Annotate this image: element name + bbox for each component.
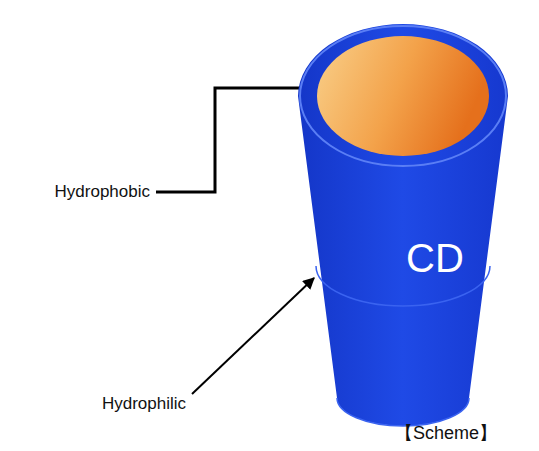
cone-contour: [316, 266, 490, 306]
cone-rim: [300, 26, 506, 166]
hydrophilic-label: Hydrophilic: [102, 394, 186, 414]
hydrophobic-label: Hydrophobic: [55, 182, 150, 202]
cone-body: [298, 24, 508, 426]
cone-label: CD: [406, 238, 464, 278]
hydrophilic-leader: [192, 278, 314, 394]
cyclodextrin-cone: CD: [296, 16, 510, 430]
scheme-caption: 【Scheme】: [395, 423, 497, 445]
hydrophobic-cavity: [317, 36, 489, 156]
cone-contour: [337, 398, 469, 426]
cone-shape: [296, 16, 510, 430]
